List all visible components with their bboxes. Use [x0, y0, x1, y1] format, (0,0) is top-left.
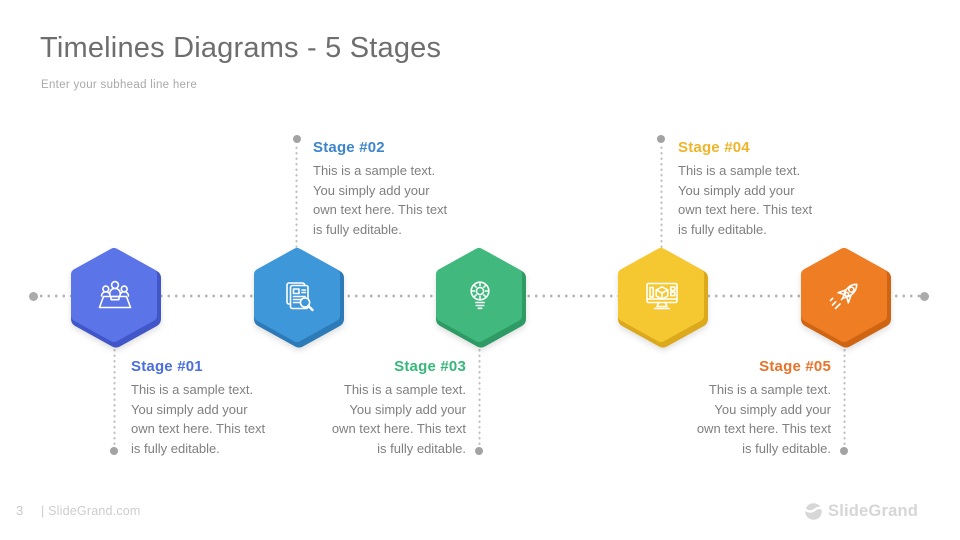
rocket-icon — [829, 283, 858, 310]
stage-02-title: Stage #02 — [313, 139, 385, 156]
stage-04-title: Stage #04 — [678, 139, 750, 156]
timeline-end-dot — [920, 291, 929, 301]
footer-site-label: | SlideGrand.com — [41, 504, 141, 518]
stage-05-connector-line — [842, 342, 847, 446]
stage-01-hexagon — [71, 248, 161, 348]
stage-01-connector-dot — [110, 447, 118, 455]
slidegrand-logo-text: SlideGrand — [828, 502, 919, 520]
stage-02-connector-dot — [293, 135, 301, 143]
stage-03-description: This is a sample text. You simply add yo… — [331, 382, 466, 456]
page-number: 3 — [16, 503, 24, 518]
stage-05-title: Stage #05 — [759, 358, 831, 375]
stage-01-description: This is a sample text. You simply add yo… — [131, 382, 266, 456]
stage-04-description: This is a sample text. You simply add yo… — [678, 163, 813, 237]
stage-01-title: Stage #01 — [131, 358, 203, 375]
stage-03-hexagon — [436, 248, 526, 348]
stage-04-connector-dot — [657, 135, 665, 143]
stage-04-hexagon — [618, 248, 708, 348]
stage-02-hexagon — [254, 248, 344, 348]
timeline-start-dot — [29, 291, 38, 301]
stage-02-text-block: Stage #02 This is a sample text. You sim… — [313, 139, 473, 239]
slidegrand-logo: SlideGrand — [804, 502, 918, 521]
stage-01-text-block: Stage #01 This is a sample text. You sim… — [131, 358, 291, 458]
stage-01-connector-line — [112, 342, 117, 446]
stage-05-hexagon — [801, 248, 891, 348]
stage-03-connector-dot — [475, 447, 483, 455]
slidegrand-logo-icon — [804, 503, 823, 520]
stage-03-text-block: Stage #03 This is a sample text. You sim… — [306, 358, 466, 458]
stage-04-text-block: Stage #04 This is a sample text. You sim… — [678, 139, 838, 239]
stage-04-connector-line — [659, 145, 664, 248]
stage-03-connector-line — [477, 342, 482, 446]
page-title: Timelines Diagrams - 5 Stages — [40, 32, 442, 64]
stage-05-connector-dot — [840, 447, 848, 455]
lightbulb-gear-icon — [470, 281, 490, 310]
stage-03-title: Stage #03 — [394, 358, 466, 375]
stage-02-description: This is a sample text. You simply add yo… — [313, 163, 448, 237]
meeting-table-icon — [98, 280, 132, 309]
page-subtitle: Enter your subhead line here — [41, 79, 198, 91]
stage-05-text-block: Stage #05 This is a sample text. You sim… — [671, 358, 831, 458]
monitor-3d-cube-icon — [646, 282, 678, 310]
document-search-icon — [286, 282, 314, 312]
stage-05-description: This is a sample text. You simply add yo… — [696, 382, 831, 456]
stage-02-connector-line — [294, 145, 299, 248]
